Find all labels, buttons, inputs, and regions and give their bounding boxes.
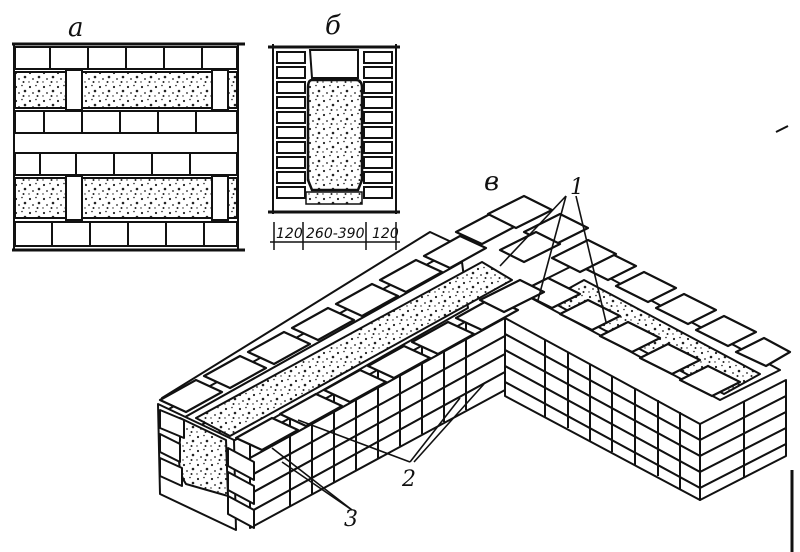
tie-brick <box>65 175 83 221</box>
brick-course <box>14 152 238 176</box>
panel-v: в <box>157 125 794 552</box>
leader-lines <box>271 195 607 511</box>
concrete-core <box>306 78 364 192</box>
panel-b-section <box>268 44 400 250</box>
right-wing-face <box>504 317 787 501</box>
brick-column-left <box>276 51 306 199</box>
scan-mark <box>775 125 789 133</box>
concrete-fill-left <box>195 261 513 437</box>
isometric-wall-corner <box>157 194 792 531</box>
brick-column-right <box>363 51 393 199</box>
dimension-label: 120 <box>276 226 303 242</box>
panel-v-label: в <box>484 167 499 197</box>
brick-course <box>14 110 238 134</box>
corner-bricks <box>478 194 618 314</box>
panel-a-label: а <box>68 13 84 43</box>
callout-3: 3 <box>344 507 358 532</box>
right-wing-top-bricks <box>518 248 792 398</box>
concrete-fill <box>14 71 238 109</box>
right-wing-joints <box>544 340 745 490</box>
cap-brick <box>308 49 359 79</box>
dimension-label: 260-390 <box>306 226 365 242</box>
callout-1: 1 <box>570 175 584 200</box>
panel-a-plan <box>12 42 245 252</box>
tie-brick <box>65 69 83 111</box>
tie-brick <box>211 69 229 111</box>
tie-brick <box>211 175 229 221</box>
dimension-line <box>270 222 400 250</box>
panel-b: б <box>268 11 400 250</box>
end-section <box>157 403 255 531</box>
concrete-fill <box>14 177 238 219</box>
panel-b-label: б <box>325 11 341 41</box>
panel-a: а <box>12 13 245 252</box>
dimension-label: 120 <box>372 226 399 242</box>
callout-2: 2 <box>401 467 416 492</box>
